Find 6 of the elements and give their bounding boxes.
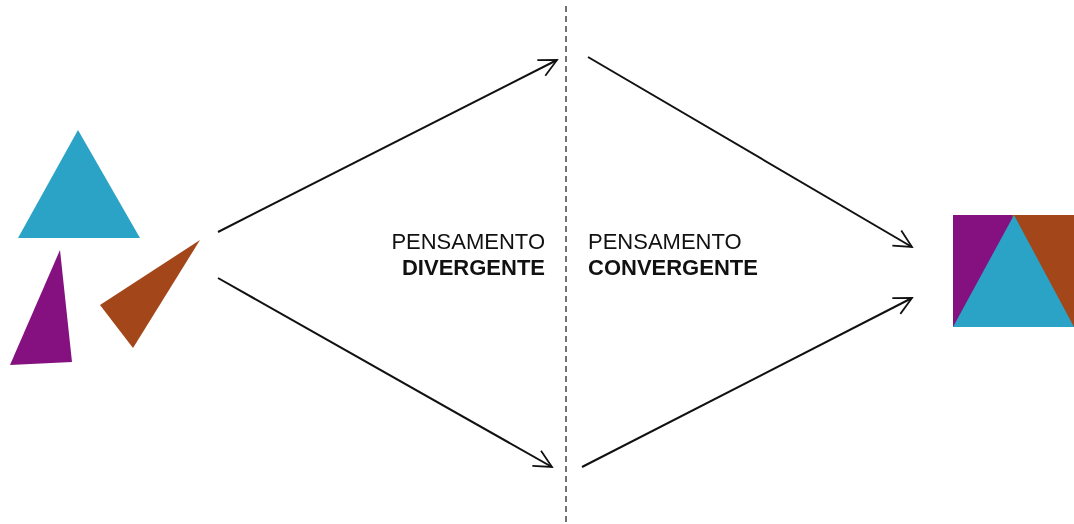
arrow: [217, 277, 553, 468]
stage-label: PENSAMENTO DIVERGENTE: [390, 229, 545, 281]
arrow: [217, 59, 558, 233]
arrow: [581, 297, 913, 468]
stage-label: PENSAMENTO CONVERGENTE: [588, 229, 759, 281]
arrow: [587, 56, 913, 248]
